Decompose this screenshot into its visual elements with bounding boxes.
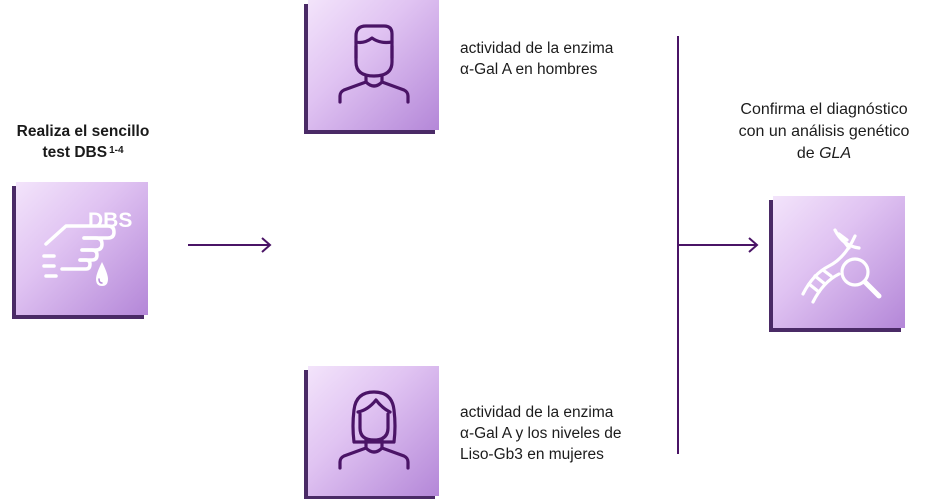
women-step-text: actividad de la enzima α-Gal A y los niv… bbox=[460, 402, 670, 465]
dna-magnifier-icon bbox=[801, 228, 882, 304]
confirm-arrow bbox=[677, 237, 759, 253]
men-step-line1: actividad de la enzima bbox=[460, 40, 614, 57]
women-step-line2: α-Gal A y los niveles de bbox=[460, 425, 622, 442]
confirm-step-line3-prefix: de bbox=[796, 145, 820, 162]
gene-name: GLA bbox=[819, 145, 852, 162]
female-person-icon bbox=[338, 390, 410, 470]
women-step-line1: actividad de la enzima bbox=[460, 404, 614, 421]
dbs-icon-text: DBS bbox=[88, 209, 132, 232]
dbs-test-tile: DBS bbox=[16, 182, 148, 315]
dbs-finger-drop-icon: DBS bbox=[42, 209, 132, 286]
men-step-line2: α-Gal A en hombres bbox=[460, 61, 598, 78]
confirm-step-line2: con un análisis genético bbox=[738, 123, 910, 140]
male-person-icon bbox=[338, 24, 410, 104]
dbs-step-title-line1: Realiza el sencillo bbox=[16, 123, 150, 140]
confirm-step-line3: de GLA bbox=[712, 143, 936, 165]
reference-superscript: 1-4 bbox=[109, 145, 124, 156]
confirm-step-line1: Confirma el diagnóstico bbox=[740, 101, 908, 118]
women-tile bbox=[308, 366, 439, 496]
confirm-step-text: Confirma el diagnóstico con un análisis … bbox=[712, 99, 936, 165]
genetic-analysis-tile bbox=[773, 196, 905, 328]
dbs-step-title-text: test DBS bbox=[42, 144, 108, 161]
men-tile bbox=[308, 0, 439, 130]
men-step-text: actividad de la enzima α-Gal A en hombre… bbox=[460, 38, 660, 80]
women-step-line3: Liso-Gb3 en mujeres bbox=[460, 446, 604, 463]
dbs-arrow bbox=[188, 237, 272, 253]
